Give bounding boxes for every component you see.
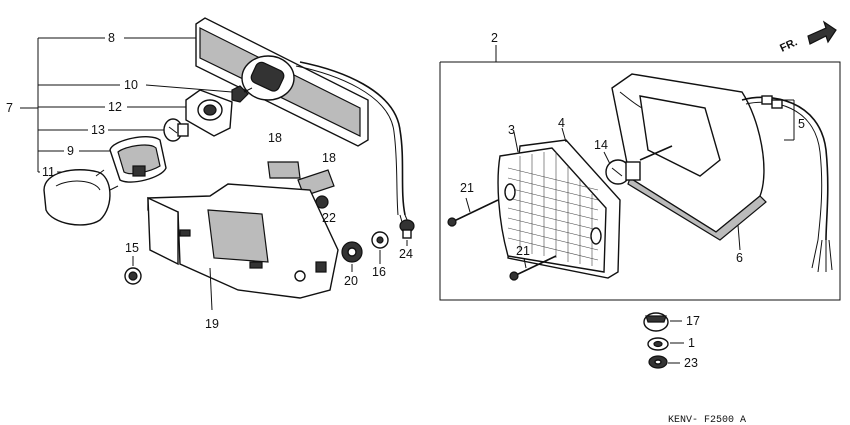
part-19-bracket: [147, 183, 339, 311]
callout-16: 16: [372, 265, 386, 279]
part-3-lens: [497, 131, 607, 273]
callout-22: 22: [322, 211, 336, 225]
callout-7: 7: [6, 101, 13, 115]
callout-19: 19: [205, 317, 219, 331]
callout-21b: 21: [516, 244, 530, 258]
part-12-socket-plate: [185, 89, 233, 137]
part-16-collar: [371, 231, 389, 264]
callout-11: 11: [42, 165, 55, 179]
callout-12: 12: [108, 100, 122, 114]
callout-2: 2: [491, 31, 498, 45]
callout-20: 20: [344, 274, 358, 288]
callout-21a: 21: [460, 181, 474, 195]
callout-14: 14: [594, 138, 608, 152]
callout-9: 9: [67, 144, 74, 158]
diagram-code: KENV- F2500 A: [668, 415, 746, 425]
callout-24: 24: [399, 247, 413, 261]
callout-17: 17: [686, 314, 700, 328]
callout-13: 13: [91, 123, 105, 137]
part-20-nut: [341, 241, 363, 272]
callout-10: 10: [124, 78, 138, 92]
callout-4: 4: [558, 116, 565, 130]
part-14-bulb: [603, 145, 673, 185]
front-direction-arrow: [807, 20, 837, 45]
callout-5: 5: [798, 117, 805, 131]
callout-1: 1: [688, 336, 695, 350]
part-1-washer: [647, 337, 684, 351]
direction-label: FR.: [778, 36, 799, 54]
callout-18a: 18: [268, 131, 282, 145]
part-24-bolt: [399, 219, 415, 246]
part-8-license-light-cover: [195, 17, 409, 223]
part-21-screws: [447, 197, 557, 281]
part-10-socket: [231, 85, 253, 103]
callout-8: 8: [108, 31, 115, 45]
callout-3: 3: [508, 123, 515, 137]
part-9-lens-housing: [109, 136, 167, 183]
callout-18b: 18: [322, 151, 336, 165]
part-13-bulb: [163, 118, 189, 142]
part-23-nut: [648, 355, 680, 369]
part-17-cushion: [643, 312, 682, 332]
part-11-oval-lens: [43, 169, 119, 226]
callout-23: 23: [684, 356, 698, 370]
callout-2-frame: [439, 45, 841, 301]
callout-15: 15: [125, 241, 139, 255]
part-6-housing: [611, 73, 767, 251]
callout-6: 6: [736, 251, 743, 265]
part-15-grommet: [124, 256, 142, 285]
part-5-wiring: [741, 95, 833, 273]
